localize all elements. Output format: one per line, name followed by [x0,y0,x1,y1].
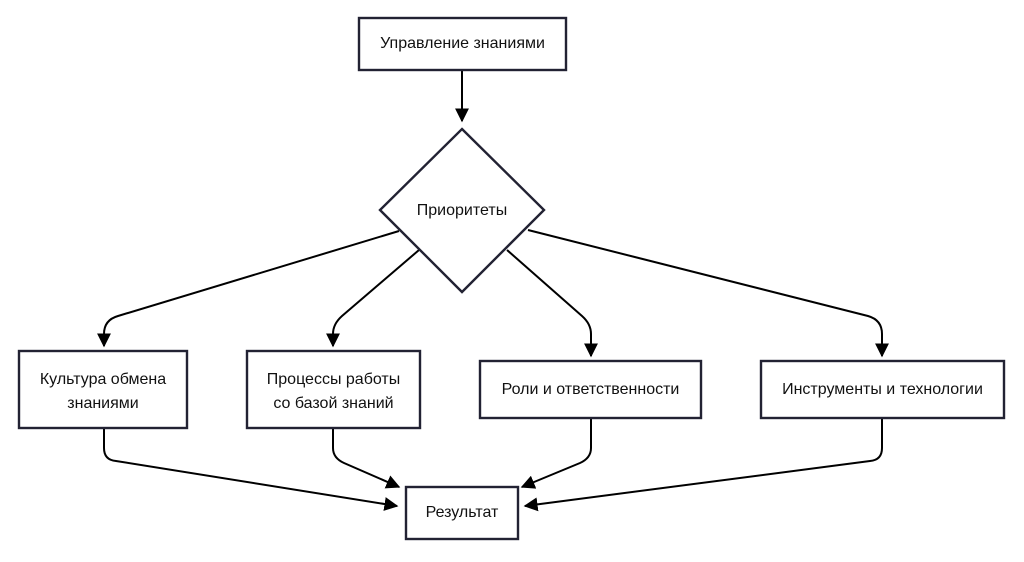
node-priorities-label: Приоритеты [417,202,507,219]
node-priorities-decision[interactable]: Приоритеты [378,127,546,294]
node-processes-label-line1: Процессы работы [267,371,400,388]
node-knowledge-base-processes[interactable]: Процессы работы со базой знаний [245,349,422,430]
node-tools-label: Инструменты и технологии [782,381,983,398]
edge-decision-to-tools [527,229,889,358]
node-culture-label-line2: знаниями [67,395,138,412]
node-culture-label-line1: Культура обмена [40,371,166,388]
edge-decision-to-roles [506,249,598,358]
edges [97,71,889,512]
edge-decision-to-processes [326,249,420,348]
edge-decision-to-culture [97,230,400,348]
node-roles-responsibilities[interactable]: Роли и ответственности [478,359,703,420]
node-knowledge-management[interactable]: Управление знаниями [357,16,568,72]
node-processes-label-line2: со базой знаний [273,395,393,412]
edge-roles-to-result [520,419,592,489]
edge-tools-to-result [523,419,883,512]
node-roles-label: Роли и ответственности [502,381,680,398]
edge-culture-to-result [103,429,399,511]
node-result[interactable]: Результат [404,485,520,541]
node-knowledge-management-label: Управление знаниями [380,35,545,52]
node-tools-technologies[interactable]: Инструменты и технологии [759,359,1006,420]
node-knowledge-sharing-culture[interactable]: Культура обмена знаниями [17,349,189,430]
edge-processes-to-result [332,429,401,489]
node-result-label: Результат [426,504,499,521]
